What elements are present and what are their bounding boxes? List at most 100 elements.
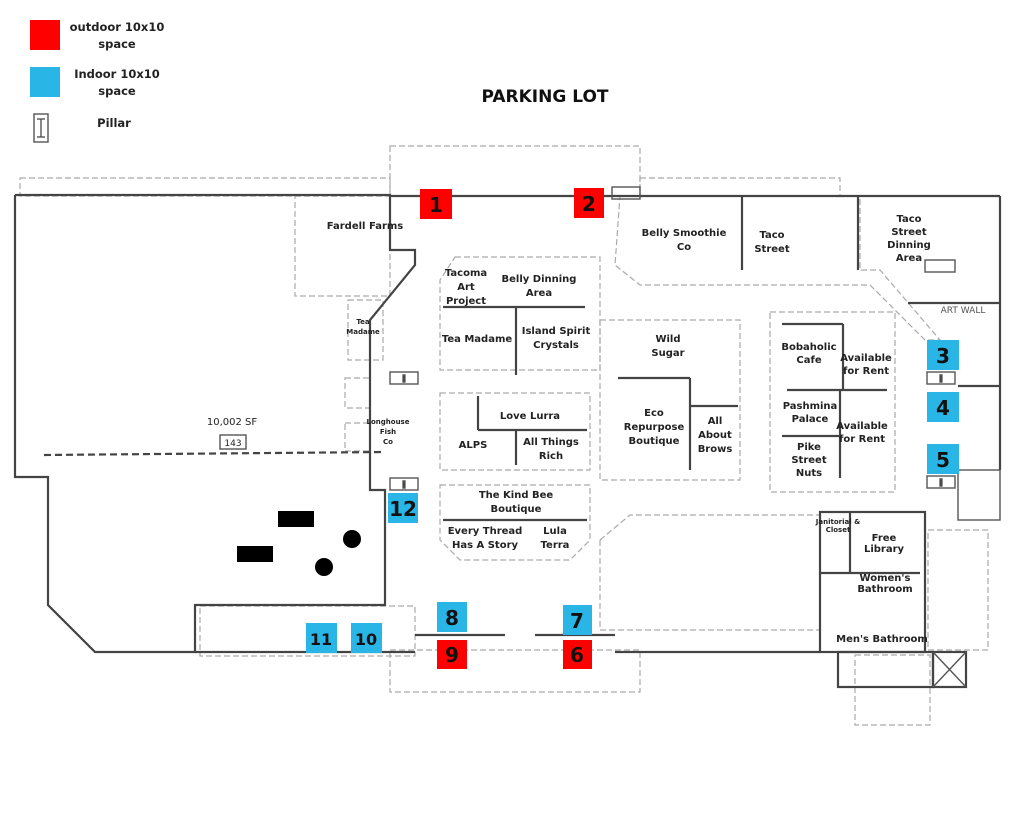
vendor-mens: Men's Bathroom: [836, 634, 928, 645]
space-12[interactable]: [388, 493, 418, 523]
svg-text:I: I: [402, 480, 406, 491]
space-10[interactable]: [351, 623, 382, 653]
space-6[interactable]: [563, 640, 592, 669]
svg-text:9: 9: [445, 643, 459, 667]
space-7[interactable]: [563, 605, 592, 635]
vendor-label-line: Available: [840, 353, 892, 364]
pillar-icon: I: [926, 475, 956, 490]
vendor-avail1: Available for Rent: [840, 353, 892, 377]
vendor-label-line: Cafe: [796, 355, 821, 366]
svg-text:3: 3: [936, 344, 950, 368]
vendor-alps: ALPS: [459, 440, 488, 451]
pillar-icon: [33, 113, 49, 143]
vendor-label-line: Closet: [826, 526, 851, 534]
vendor-label-line: Every Thread: [448, 526, 523, 537]
svg-text:2: 2: [582, 192, 596, 216]
vendor-love-lurra: Love Lurra: [500, 411, 560, 422]
vendor-fardell: Fardell Farms: [327, 221, 404, 232]
art-wall-label: ART WALL: [941, 306, 986, 316]
svg-text:10: 10: [355, 630, 377, 649]
vendor-label-line: Eco: [644, 408, 664, 419]
space-3[interactable]: [927, 340, 959, 370]
legend-outdoor-label: space: [98, 37, 136, 51]
vendor-label-line: for Rent: [843, 366, 889, 377]
vendor-label-line: Love Lurra: [500, 411, 560, 422]
space-9[interactable]: [437, 640, 467, 669]
parking-lot-title: PARKING LOT: [481, 87, 608, 107]
vendor-label-line: Nuts: [796, 468, 822, 479]
svg-text:I: I: [939, 478, 943, 489]
vendor-label-line: Library: [864, 544, 905, 555]
svg-text:I: I: [939, 374, 943, 385]
room-number: 143: [224, 439, 241, 449]
space-4[interactable]: [927, 392, 959, 422]
space-2[interactable]: [574, 188, 604, 218]
pillar-icon: [924, 259, 956, 273]
vendor-label-line: Pike: [797, 442, 821, 453]
svg-text:8: 8: [445, 606, 459, 630]
vendor-label-line: Island Spirit: [522, 326, 591, 337]
vendor-label-line: Longhouse: [367, 418, 410, 426]
space-1[interactable]: [420, 189, 452, 219]
area-label: 10,002 SF: [207, 417, 258, 428]
vendor-label-line: Tea: [356, 318, 370, 326]
vendor-label-line: Taco: [896, 214, 921, 225]
svg-text:7: 7: [570, 609, 584, 633]
vendor-label-line: Belly Smoothie: [642, 228, 727, 239]
vendor-label-line: for Rent: [839, 434, 885, 445]
vendor-label-line: Co: [677, 242, 691, 253]
vendor-label-line: Area: [896, 253, 922, 264]
svg-text:5: 5: [936, 448, 950, 472]
legend-outdoor-label: outdoor 10x10: [70, 20, 165, 34]
space-5[interactable]: [927, 444, 959, 474]
vendor-label-line: Taco: [759, 230, 784, 241]
vendor-label-line: Area: [526, 288, 552, 299]
vendor-label-line: Tea Madame: [442, 334, 513, 345]
vendor-label-line: Boutique: [491, 504, 542, 515]
vendor-label-line: All Things: [523, 437, 579, 448]
vendor-label-line: Bathroom: [857, 584, 912, 595]
vendor-label-line: Janitorial &: [815, 518, 860, 526]
svg-text:4: 4: [936, 396, 950, 420]
vendor-label-line: Dinning: [887, 240, 931, 251]
vendor-label-line: Repurpose: [624, 422, 685, 433]
vendor-label-line: Women's: [860, 573, 911, 584]
vendor-label-line: Fish: [380, 428, 396, 436]
vendor-label-line: Men's Bathroom: [836, 634, 928, 645]
vendor-label-line: About: [698, 430, 732, 441]
vendor-label-line: Madame: [346, 328, 380, 336]
vendor-label-line: All: [708, 416, 723, 427]
vendor-label-line: Street: [791, 455, 826, 466]
space-8[interactable]: [437, 602, 467, 632]
vendor-label-line: Wild: [655, 334, 680, 345]
vendor-label-line: Street: [754, 244, 789, 255]
legend-indoor-label: Indoor 10x10: [74, 67, 160, 81]
vendor-label-line: Bobaholic: [781, 342, 836, 353]
vendor-janitorial: Janitorial &Closet: [815, 518, 860, 534]
svg-text:12: 12: [389, 497, 417, 521]
pillar-icon: I: [389, 371, 419, 386]
space-11[interactable]: [306, 623, 337, 653]
vendor-label-line: Terra: [541, 540, 570, 551]
vendor-label-line: Crystals: [533, 340, 579, 351]
furniture: [237, 511, 361, 576]
vendor-label-line: Boutique: [629, 436, 680, 447]
